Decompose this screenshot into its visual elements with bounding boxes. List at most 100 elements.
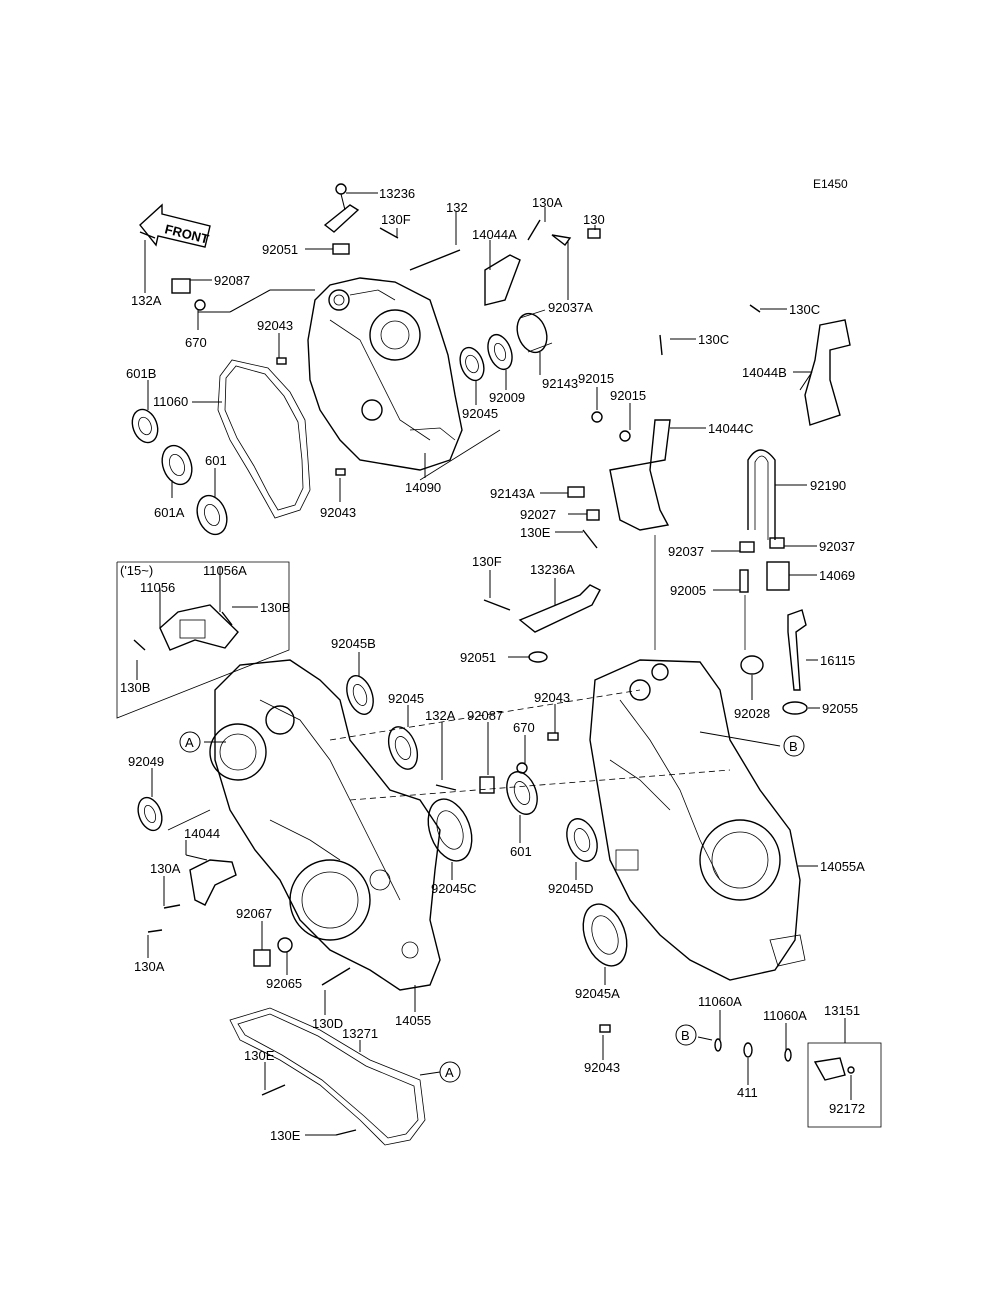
clamp-92037-right — [769, 537, 785, 549]
plug-92067 — [253, 949, 271, 967]
bearing-92045D — [566, 818, 598, 862]
washer-411 — [743, 1042, 753, 1058]
part-label: 92087 — [467, 708, 503, 723]
crankcase-14055 — [209, 659, 441, 991]
part-label: 92043 — [320, 505, 356, 520]
bolt-132A-lower — [435, 784, 457, 791]
oil-seal-92051-upper — [332, 243, 350, 255]
svg-text:B: B — [789, 739, 798, 754]
cap-92087-lower — [479, 776, 495, 794]
bolt-130D — [321, 967, 351, 986]
part-label: 92055 — [822, 701, 858, 716]
part-label: 11056A — [203, 563, 247, 578]
part-label: 92190 — [810, 478, 846, 493]
part-label: 16115 — [820, 653, 855, 668]
bearing-92045-upper — [459, 346, 485, 382]
part-label: 92005 — [670, 583, 706, 598]
part-label: 92043 — [257, 318, 293, 333]
clamp-92037-left — [739, 541, 755, 553]
gasket-13271 — [229, 1007, 426, 1146]
bolt-132A-upper — [139, 231, 156, 239]
part-label: 92051 — [262, 242, 298, 257]
svg-text:B: B — [681, 1028, 690, 1043]
part-label: 92045 — [388, 691, 424, 706]
bearing-92045B — [346, 675, 374, 715]
bolt-130E-mid — [261, 1084, 286, 1096]
screw-13151 — [813, 1057, 846, 1081]
bolt-130A-upper — [527, 219, 541, 241]
part-label: 130D — [312, 1016, 343, 1031]
part-label: 670 — [185, 335, 207, 350]
bearing-601-upper — [196, 494, 228, 536]
bearing-92045A — [582, 903, 628, 967]
part-label: 130E — [244, 1048, 275, 1063]
nut-92015-a — [591, 411, 603, 423]
callout-a-top: A — [179, 731, 201, 753]
part-label: 92172 — [829, 1101, 865, 1116]
part-label: 130C — [789, 302, 820, 317]
part-label: 92037 — [668, 544, 704, 559]
part-label: 14069 — [819, 568, 855, 583]
part-label: 601B — [126, 366, 156, 381]
dowel-92043-upper — [276, 357, 287, 365]
dowel-92043-mid — [335, 468, 346, 476]
seal-92049 — [137, 796, 163, 832]
nut-92172 — [847, 1066, 855, 1074]
bushing-92028 — [740, 655, 764, 675]
bolt-132 — [409, 249, 461, 271]
part-label: 92087 — [214, 273, 250, 288]
grommet-92027 — [586, 509, 600, 521]
part-label: 132 — [446, 200, 468, 215]
front-arrow-icon: FRONT — [139, 203, 211, 248]
oring-11060A-b — [784, 1048, 792, 1062]
cap-92087-upper — [171, 278, 191, 294]
part-label: 92045C — [431, 881, 477, 896]
part-label: 130E — [270, 1128, 301, 1143]
part-label: 411 — [737, 1085, 758, 1100]
part-label: 601 — [205, 453, 227, 468]
bolt-130A-b — [147, 929, 163, 933]
part-label: 130A — [150, 861, 181, 876]
callout-b-bottom: B — [675, 1024, 697, 1046]
part-label: 601A — [154, 505, 185, 520]
bolt-130C-right — [749, 304, 761, 313]
part-label: 11056 — [140, 580, 175, 595]
part-label: 92015 — [578, 371, 614, 386]
part-label: 92043 — [584, 1060, 620, 1075]
part-label: 130A — [134, 959, 165, 974]
oring-11060A-a — [714, 1038, 722, 1052]
part-label: 92037A — [548, 300, 593, 315]
svg-text:A: A — [185, 735, 194, 750]
crankcase-14055A — [589, 659, 806, 981]
bracket-14044B — [804, 319, 851, 426]
bolt-130A-a — [163, 904, 181, 909]
oil-seal-92051-lower — [528, 651, 548, 663]
part-label: 92067 — [236, 906, 272, 921]
part-label: 130C — [698, 332, 729, 347]
bolt-130C-mid — [659, 334, 663, 356]
part-label: 92027 — [520, 507, 556, 522]
figure-code: E1450 — [813, 177, 848, 191]
bolt-130E-lower — [335, 1129, 357, 1136]
part-label: 11060A — [698, 994, 742, 1009]
part-label: 92045 — [462, 406, 498, 421]
part-number-labels: 13236 132 130A 130 130F 14044A 92051 920… — [120, 186, 865, 1143]
bolt-130F-lower — [483, 599, 511, 611]
part-label: 11060 — [153, 394, 188, 409]
gasket-11060 — [217, 359, 311, 519]
part-label: 130E — [520, 525, 551, 540]
inset-15-box: ('15~) — [116, 561, 290, 719]
part-label: 92043 — [534, 690, 570, 705]
part-label: 14044 — [184, 826, 220, 841]
shift-lever-13236 — [323, 183, 360, 233]
part-label: 92015 — [610, 388, 646, 403]
gasket-92065 — [277, 937, 293, 953]
part-label: 92143A — [490, 486, 535, 501]
callout-b-right: B — [783, 735, 805, 757]
part-label: 130F — [472, 554, 502, 569]
part-label: 130F — [381, 212, 411, 227]
part-label: 132A — [131, 293, 162, 308]
part-label: 14055 — [395, 1013, 431, 1028]
